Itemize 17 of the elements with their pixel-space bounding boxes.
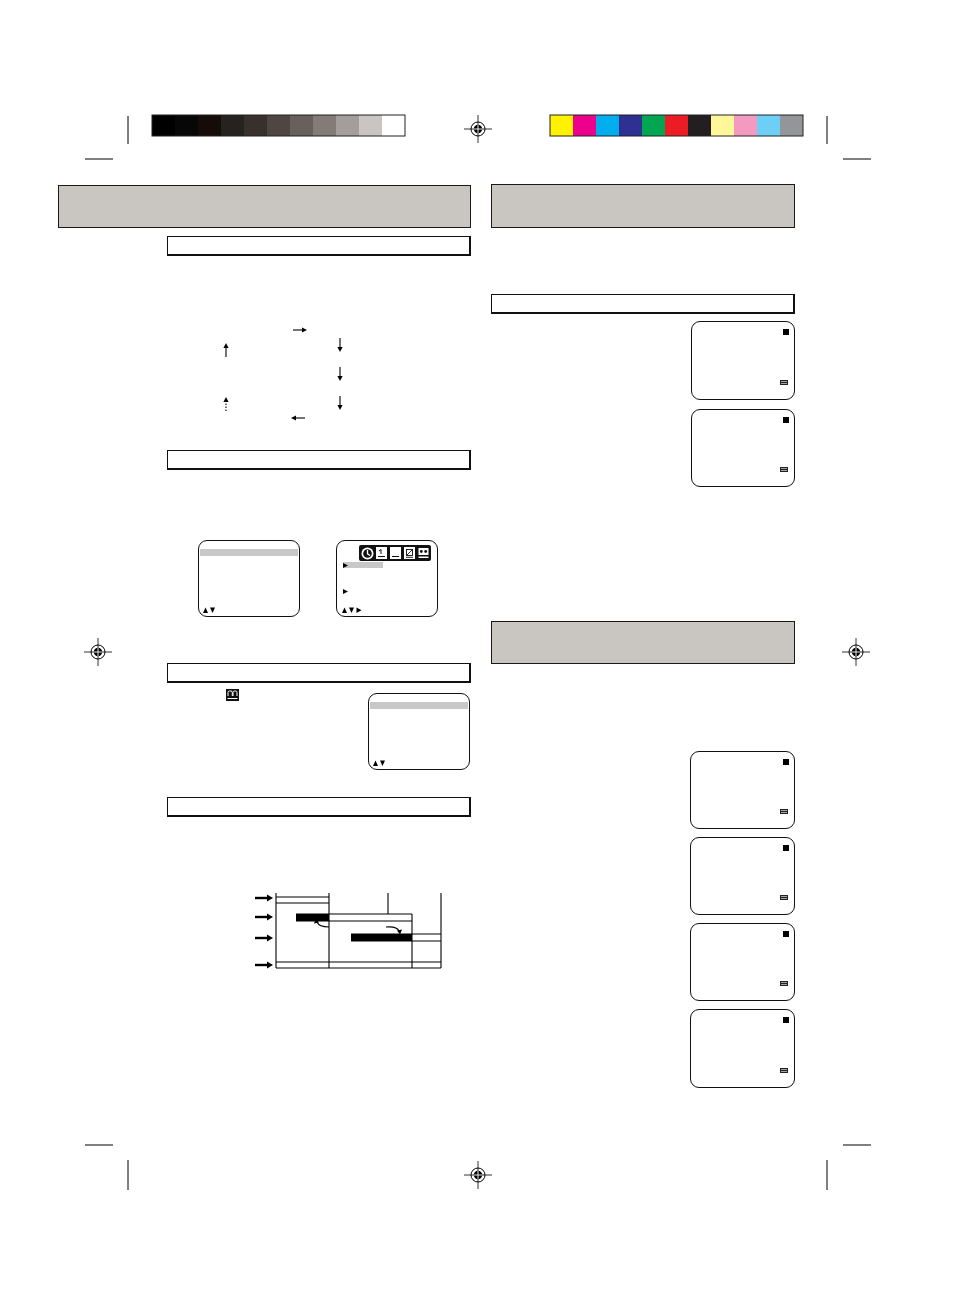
section-bar xyxy=(167,236,471,256)
screen-frame xyxy=(336,540,438,617)
screen-frame xyxy=(690,837,795,915)
screen-frame xyxy=(198,540,300,617)
header-band xyxy=(58,185,471,228)
header-band xyxy=(491,621,795,664)
screen-frame xyxy=(690,923,795,1001)
screen-frame xyxy=(691,409,795,487)
screen-frame xyxy=(691,321,795,400)
section-bar xyxy=(167,450,471,470)
header-band xyxy=(491,184,795,228)
section-bar xyxy=(167,663,471,683)
screen-frame xyxy=(690,1009,795,1088)
section-bar xyxy=(491,294,795,314)
section-bar xyxy=(167,797,471,817)
screen-frame xyxy=(690,751,795,829)
screen-frame xyxy=(368,693,470,770)
